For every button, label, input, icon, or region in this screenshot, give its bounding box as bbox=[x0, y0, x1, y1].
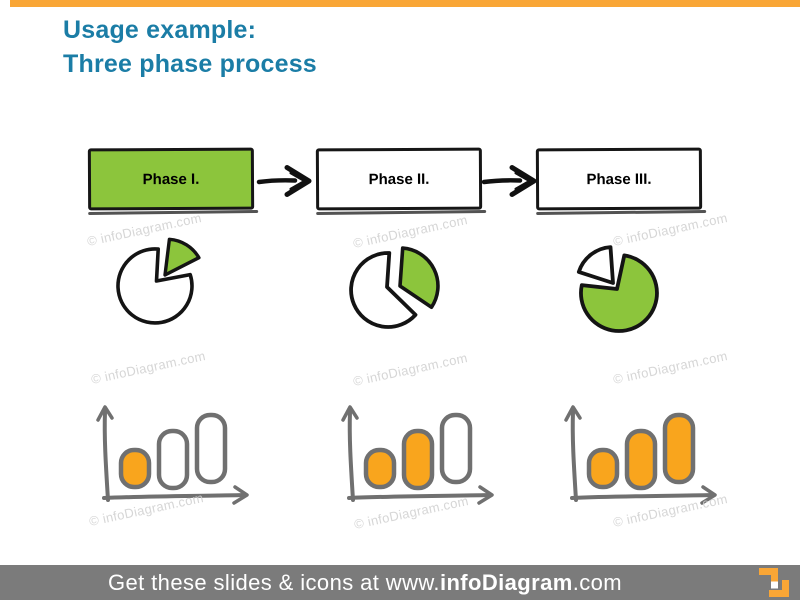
bar bbox=[439, 412, 473, 485]
footer-suffix: .com bbox=[572, 570, 622, 595]
phase-3-box: Phase III. bbox=[535, 147, 703, 211]
watermark: © infoDiagram.com bbox=[611, 348, 729, 387]
bar bbox=[118, 447, 152, 490]
footer-link-text[interactable]: Get these slides & icons at www.infoDiag… bbox=[0, 565, 730, 600]
pie-chart-icon-phase-3 bbox=[576, 245, 659, 333]
title-line-2: Three phase process bbox=[63, 50, 317, 78]
bar-chart-icon-phase-3 bbox=[564, 405, 717, 505]
watermark: © infoDiagram.com bbox=[89, 348, 207, 387]
arrow-right-icon bbox=[481, 165, 537, 197]
bar bbox=[363, 447, 397, 490]
pie-chart-icon-phase-2 bbox=[349, 246, 440, 329]
phase-1-box: Phase I. bbox=[87, 147, 255, 211]
infodiagram-logo-icon bbox=[759, 568, 789, 597]
phase-3-label: Phase III. bbox=[586, 170, 652, 188]
phase-2-label: Phase II. bbox=[368, 170, 430, 188]
arrow-right-icon bbox=[256, 165, 312, 197]
footer-prefix: Get these slides & icons at www. bbox=[108, 570, 440, 595]
bar-chart-icon-phase-1 bbox=[96, 405, 249, 505]
bar-chart-icon-phase-2 bbox=[341, 405, 494, 505]
top-accent-bar bbox=[10, 0, 800, 7]
phase-1-label: Phase I. bbox=[142, 170, 200, 188]
page-title: Usage example: Three phase process bbox=[63, 13, 317, 81]
footer-brand: infoDiagram bbox=[439, 570, 573, 595]
title-line-1: Usage example: bbox=[63, 16, 257, 44]
phase-2-box: Phase II. bbox=[315, 147, 483, 211]
bar bbox=[586, 447, 620, 490]
bar bbox=[156, 428, 190, 491]
watermark: © infoDiagram.com bbox=[351, 350, 469, 389]
bar bbox=[624, 428, 658, 491]
bar bbox=[194, 412, 228, 485]
bar bbox=[662, 412, 696, 485]
pie-chart-icon-phase-1 bbox=[116, 237, 201, 325]
footer-bar: Get these slides & icons at www.infoDiag… bbox=[0, 565, 800, 600]
bar bbox=[401, 428, 435, 491]
